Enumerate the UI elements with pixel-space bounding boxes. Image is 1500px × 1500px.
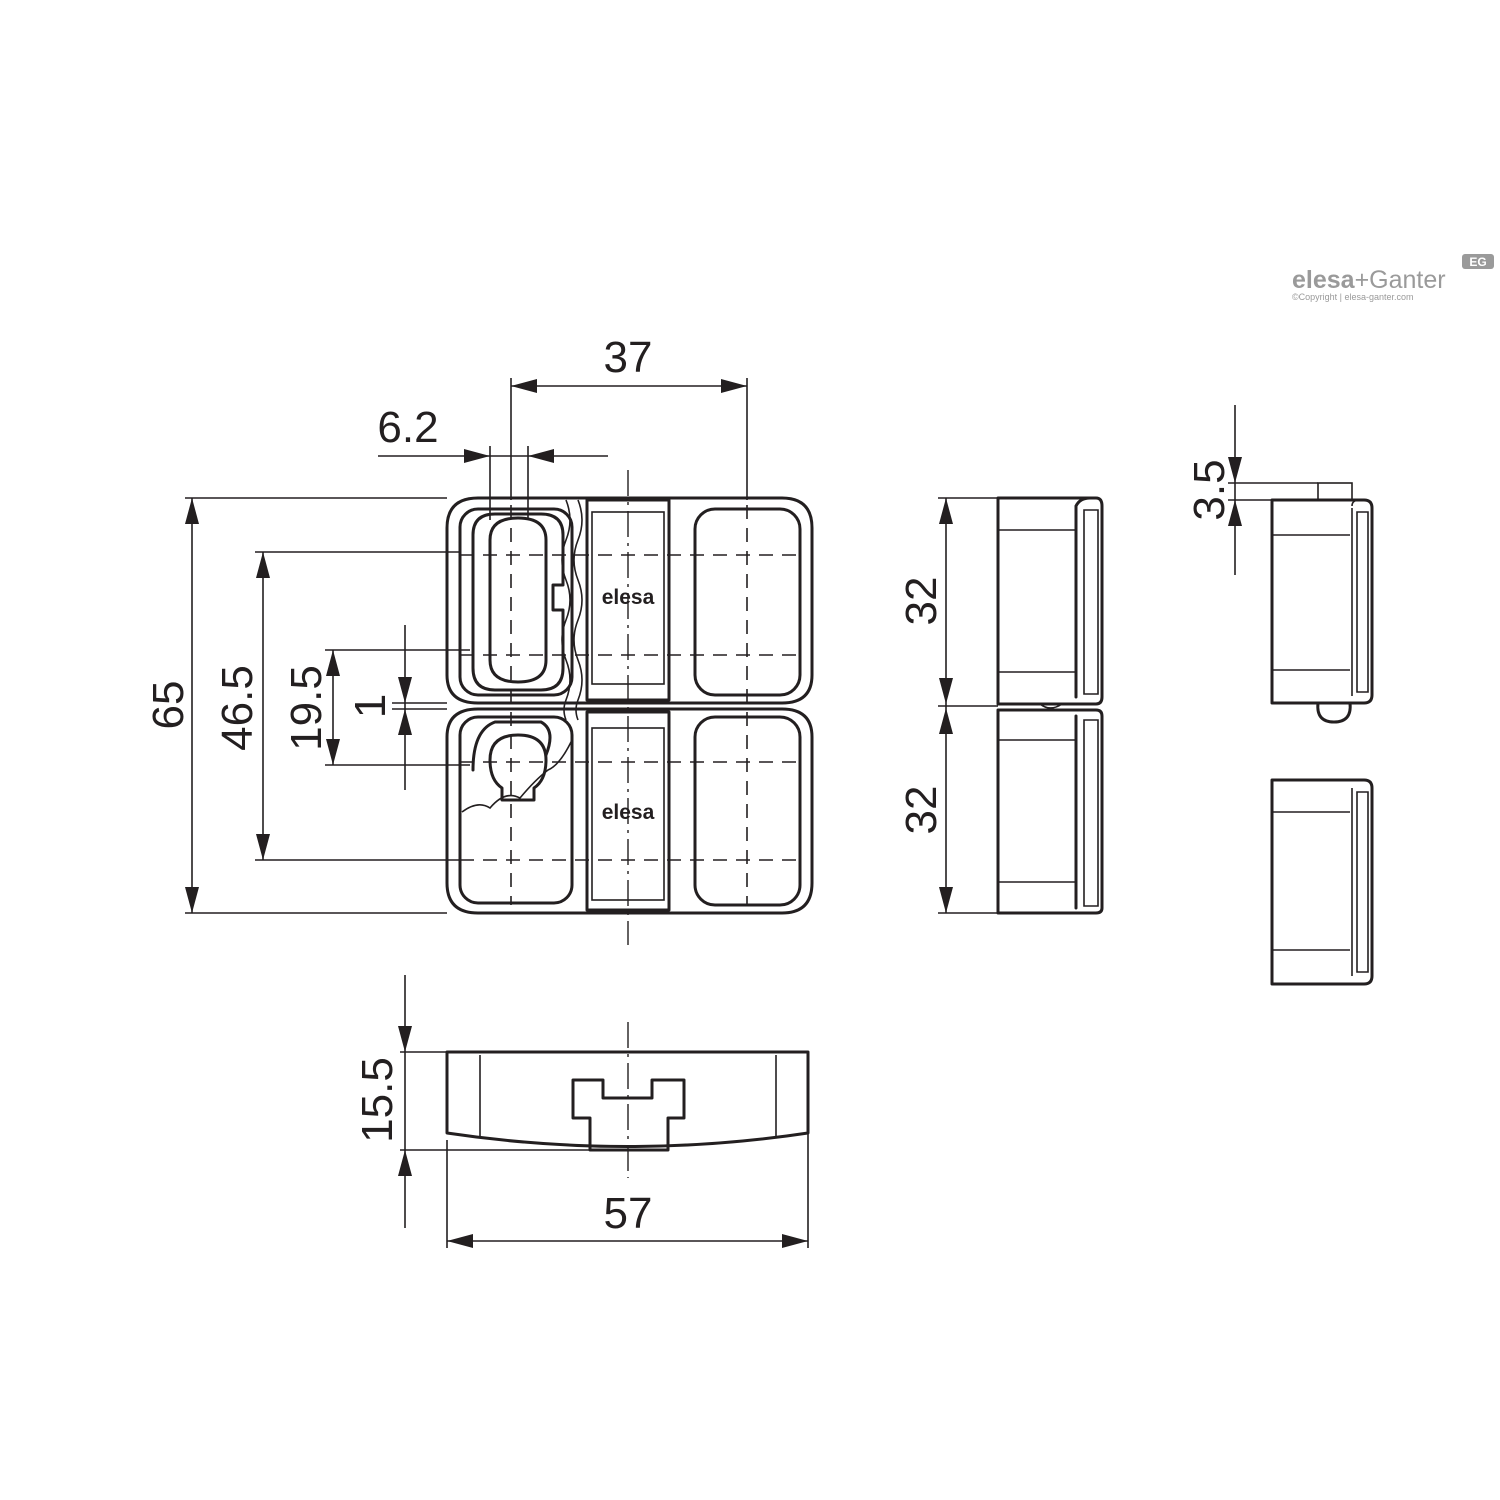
bottom-view bbox=[398, 975, 810, 1248]
brand-copyright: ©Copyright | elesa-ganter.com bbox=[1292, 292, 1414, 302]
brand-badge-text: EG bbox=[1469, 255, 1486, 269]
upper-leaf-outline bbox=[445, 496, 814, 705]
keyhole bbox=[488, 733, 548, 802]
dim-6-2: 6.2 bbox=[377, 403, 438, 452]
dimension-lines-front bbox=[185, 378, 748, 914]
dim-32-lower: 32 bbox=[897, 786, 946, 835]
dim-32-upper: 32 bbox=[897, 577, 946, 626]
dim-3-5: 3.5 bbox=[1185, 459, 1234, 520]
right-view bbox=[1228, 405, 1374, 986]
brand-logo: elesa+Ganter EG ©Copyright | elesa-gante… bbox=[1292, 254, 1494, 302]
brand-badge bbox=[1462, 254, 1494, 269]
lower-leaf-outline bbox=[445, 707, 814, 915]
side-view bbox=[938, 496, 1104, 915]
brand-name: elesa+Ganter bbox=[1292, 266, 1446, 294]
dimension-labels: 37 6.2 65 46.5 19.5 1 32 32 3.5 15.5 57 bbox=[144, 333, 1234, 1238]
dim-46-5: 46.5 bbox=[213, 665, 262, 751]
lower-left-pocket bbox=[458, 715, 574, 905]
dim-19-5: 19.5 bbox=[282, 665, 331, 751]
dim-65: 65 bbox=[144, 681, 193, 730]
dim-57: 57 bbox=[604, 1189, 653, 1238]
dim-1: 1 bbox=[346, 694, 395, 718]
upper-left-pocket bbox=[458, 507, 574, 697]
oval-slot bbox=[488, 516, 548, 684]
dim-15-5: 15.5 bbox=[353, 1057, 402, 1143]
front-view: elesa elesa bbox=[445, 470, 814, 945]
lower-center-insert bbox=[585, 710, 671, 912]
dim-37: 37 bbox=[604, 333, 653, 382]
